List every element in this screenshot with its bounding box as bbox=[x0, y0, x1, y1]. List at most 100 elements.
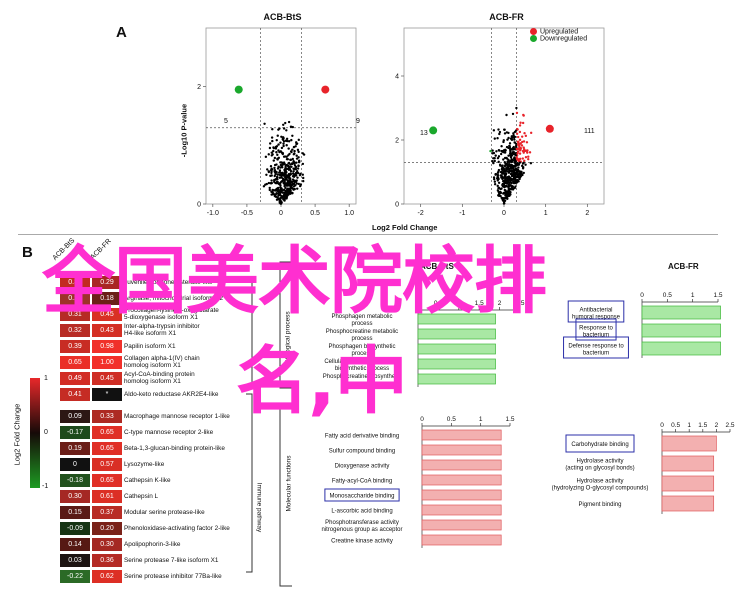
volcano-point bbox=[508, 194, 511, 197]
volcano-point bbox=[502, 170, 505, 174]
volcano-point bbox=[279, 202, 283, 205]
volcano-point bbox=[276, 153, 279, 157]
gene-label: Inter-alpha-trypsin inhibitor H4-like is… bbox=[124, 323, 200, 337]
volcano-point bbox=[492, 161, 495, 165]
bp-right-title: ACB-FR bbox=[668, 262, 699, 271]
volcano-point bbox=[527, 155, 530, 158]
volcano-point bbox=[269, 164, 273, 168]
volcano-point bbox=[496, 156, 500, 160]
volcano-point bbox=[515, 106, 518, 110]
heatmap-cell-fr: 0.33 bbox=[92, 410, 122, 423]
go-term-label: process bbox=[351, 336, 372, 342]
highlight-box bbox=[567, 300, 625, 323]
volcano-point bbox=[520, 170, 523, 174]
volcano-point bbox=[301, 162, 305, 166]
gene-label: Cathepsin L bbox=[124, 493, 159, 500]
volcano-point bbox=[505, 197, 509, 200]
volcano-point bbox=[514, 185, 517, 188]
x-tick-label: 0 bbox=[660, 422, 664, 429]
x-tick-label: 1.5 bbox=[475, 300, 484, 307]
heatmap-cell-fr: 0.65 bbox=[92, 474, 122, 487]
y-tick-label: 2 bbox=[197, 84, 201, 91]
volcano-point bbox=[266, 168, 269, 171]
go-term-label: Carbohydrate binding bbox=[571, 442, 628, 448]
volcano-point bbox=[520, 164, 524, 168]
volcano-point bbox=[291, 134, 294, 137]
heatmap-cell-bts: 0.39 bbox=[60, 340, 90, 353]
volcano-point bbox=[284, 193, 287, 197]
volcano-point bbox=[281, 196, 284, 199]
x-tick-label: 0 bbox=[420, 416, 424, 423]
x-tick-label: 1.5 bbox=[713, 292, 722, 299]
volcano-point bbox=[510, 160, 514, 163]
volcano-point bbox=[294, 141, 298, 144]
volcano-point bbox=[275, 151, 278, 154]
heatmap-cell-fr: 0.61 bbox=[92, 490, 122, 503]
volcano-point bbox=[516, 162, 519, 165]
volcano-point bbox=[293, 161, 296, 164]
volcano-point bbox=[287, 192, 291, 195]
overlay-text-line2: 名,中 bbox=[236, 339, 408, 424]
volcano-point bbox=[498, 132, 501, 136]
volcano-point bbox=[281, 179, 284, 183]
heatmap-cell-bts: 0.15 bbox=[60, 506, 90, 519]
volcano-point bbox=[523, 132, 526, 135]
go-term-label: Creatine kinase activity bbox=[331, 539, 393, 545]
go-bar bbox=[417, 313, 496, 325]
volcano-point bbox=[493, 178, 496, 181]
volcano-point bbox=[282, 155, 286, 158]
volcano-point bbox=[286, 139, 289, 143]
volcano-point bbox=[509, 148, 512, 152]
up-count-marker bbox=[545, 124, 554, 133]
volcano-point bbox=[283, 191, 287, 194]
volcano-point bbox=[501, 182, 504, 186]
go-bar bbox=[421, 459, 502, 471]
volcano-point bbox=[524, 156, 528, 159]
volcano-point bbox=[501, 164, 504, 167]
volcano-point bbox=[525, 141, 529, 144]
go-term-label: bacterium bbox=[583, 333, 609, 339]
volcano-point bbox=[278, 183, 281, 186]
volcano-point bbox=[522, 161, 525, 165]
volcano-point bbox=[296, 170, 299, 173]
go-bar bbox=[641, 341, 721, 356]
volcano-point bbox=[505, 168, 508, 171]
volcano-point bbox=[282, 174, 286, 177]
x-tick-label: 2 bbox=[498, 300, 502, 307]
y-tick-label: 4 bbox=[395, 74, 399, 81]
volcano-point bbox=[491, 159, 494, 163]
volcano-point bbox=[515, 176, 518, 179]
volcano-point bbox=[497, 155, 501, 158]
volcano-point bbox=[271, 127, 274, 131]
go-term-label: Hydrolase activity bbox=[576, 479, 623, 485]
heatmap-cell-fr: 0.20 bbox=[92, 522, 122, 535]
volcano-point bbox=[272, 149, 275, 153]
volcano-point bbox=[498, 149, 501, 152]
volcano-point bbox=[518, 130, 522, 134]
volcano-point bbox=[503, 132, 507, 135]
volcano-point bbox=[297, 164, 300, 168]
x-tick-label: 2 bbox=[585, 210, 589, 217]
volcano-point bbox=[286, 181, 289, 185]
go-term-label: Pigment binding bbox=[578, 502, 621, 508]
heatmap-cell-fr: 0.37 bbox=[92, 506, 122, 519]
volcano-point bbox=[278, 169, 282, 172]
volcano-point bbox=[277, 143, 280, 146]
heatmap-cell-bts: -0.22 bbox=[60, 570, 90, 583]
volcano-point bbox=[298, 160, 301, 163]
volcano-point bbox=[283, 171, 287, 174]
volcano-point bbox=[297, 138, 300, 142]
volcano-point bbox=[499, 191, 503, 195]
volcano-point bbox=[281, 189, 284, 192]
volcano-point bbox=[501, 198, 504, 201]
go-term-label: Phosphocreatine metabolic bbox=[326, 329, 398, 335]
volcano-point bbox=[276, 157, 279, 160]
volcano-point bbox=[279, 141, 282, 144]
go-term-label: Fatty acid derivative binding bbox=[325, 434, 399, 440]
go-term-label: Phosphagen metabolic bbox=[331, 314, 392, 320]
go-bar bbox=[421, 429, 502, 441]
gene-label: Serine protease 7-like isoform X1 bbox=[124, 557, 219, 564]
volcano-point bbox=[515, 181, 519, 184]
volcano-point bbox=[275, 138, 278, 142]
